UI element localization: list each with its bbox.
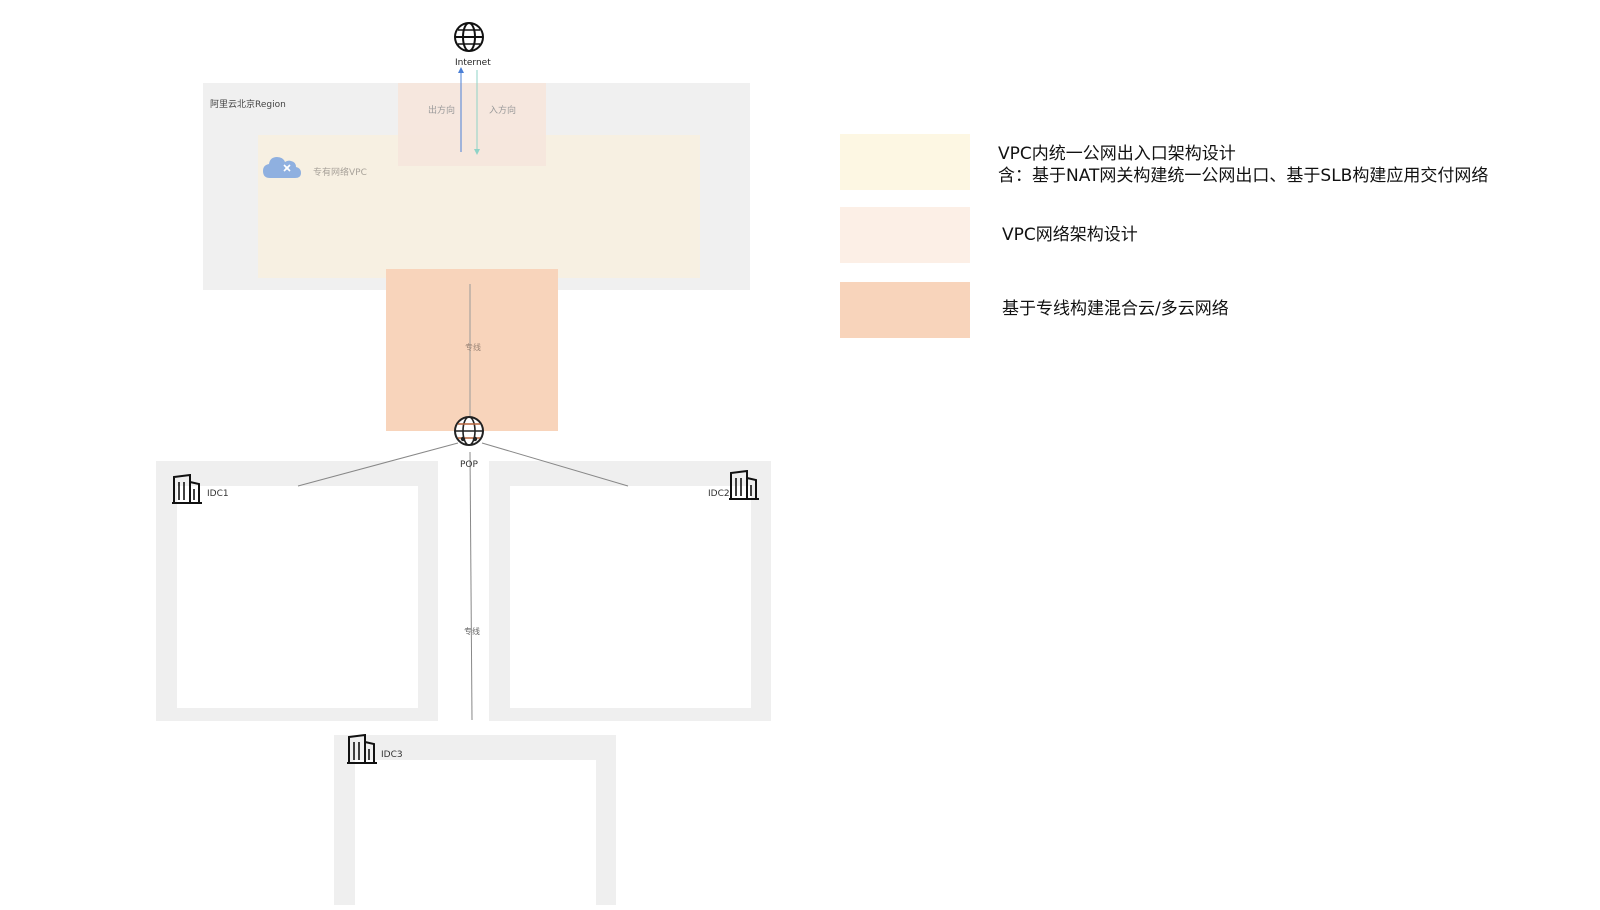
inbound-label: 入方向	[489, 106, 517, 116]
legend-title-hybrid-cloud: 基于专线构建混合云/多云网络	[1002, 299, 1229, 319]
legend-swatch-unified-gateway	[840, 134, 970, 190]
legend-subtitle-unified-gateway: 含：基于NAT网关构建统一公网出口、基于SLB构建应用交付网络	[998, 166, 1489, 186]
legend-swatch-hybrid-cloud	[840, 282, 970, 338]
direction-zone	[398, 83, 546, 166]
pop-to-idc3-line	[469, 451, 473, 721]
pop-to-idc2-line	[481, 442, 629, 487]
pop-label: POP	[460, 460, 478, 470]
legend-title-vpc-architecture: VPC网络架构设计	[1002, 225, 1138, 245]
globe-network-icon	[453, 415, 485, 451]
building-icon	[171, 473, 203, 508]
idc1-area	[177, 486, 418, 708]
legend-swatch-vpc-architecture	[840, 207, 970, 263]
outbound-label: 出方向	[428, 106, 456, 116]
vpc-label: 专有网络VPC	[313, 168, 367, 178]
building-icon	[728, 469, 760, 504]
idc3-area	[355, 760, 596, 910]
internet-label: Internet	[455, 58, 491, 68]
idc2-area	[510, 486, 751, 708]
dedicated-line-zone	[386, 269, 558, 431]
building-icon	[346, 733, 378, 768]
cloud-icon	[262, 154, 302, 184]
idc3-label: IDC3	[381, 750, 403, 760]
idc2-label: IDC2	[708, 489, 730, 499]
legend-title-unified-gateway: VPC内统一公网出入口架构设计	[998, 144, 1236, 164]
idc1-label: IDC1	[207, 489, 229, 499]
dedicated-line-label-2: 专线	[464, 627, 480, 636]
region-label: 阿里云北京Region	[210, 100, 286, 110]
globe-icon	[453, 21, 485, 57]
dedicated-line-label: 专线	[465, 343, 481, 352]
pop-to-idc1-line	[297, 442, 459, 487]
